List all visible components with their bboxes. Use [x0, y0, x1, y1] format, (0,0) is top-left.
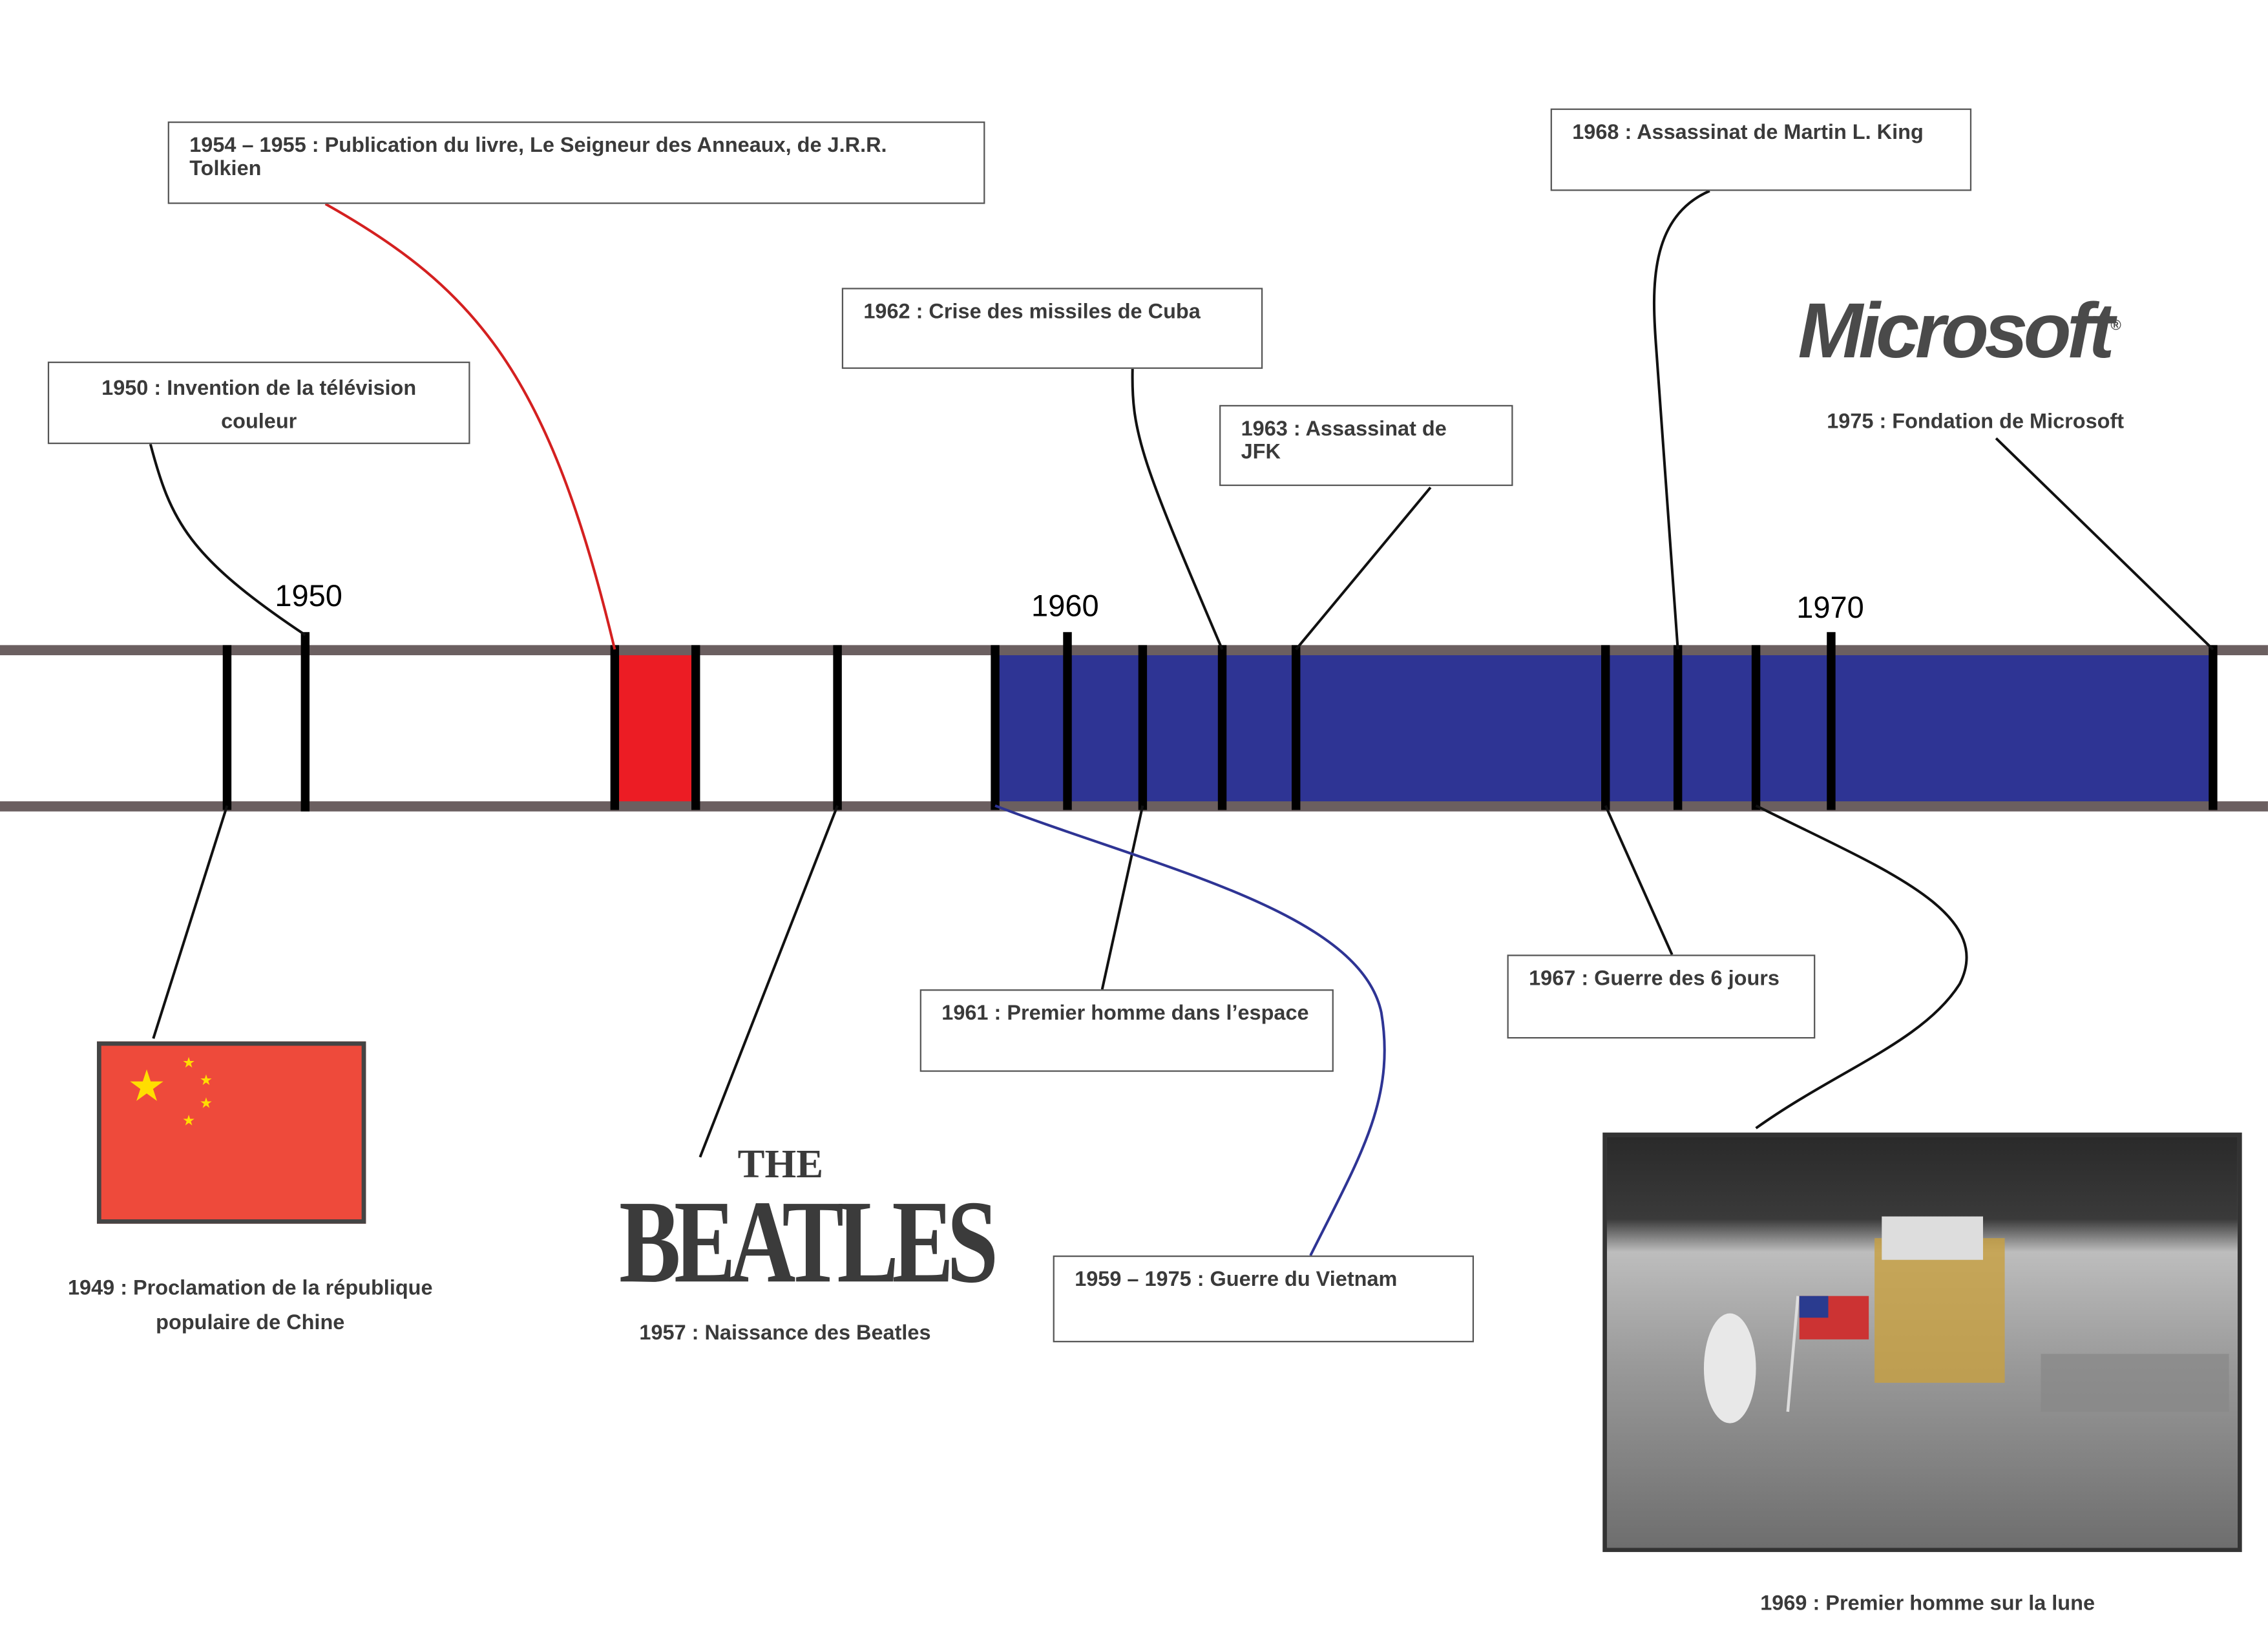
connector-tv [149, 443, 306, 636]
event-text: 1954 – 1955 : Publication du livre, Le S… [189, 134, 887, 181]
event-box-jfk: 1963 : Assassinat de JFK [1219, 404, 1513, 487]
event-text: 1961 : Premier homme dans l’espace [941, 1002, 1309, 1026]
event-box-cuba: 1962 : Crise des missiles de Cuba [841, 288, 1263, 369]
connector-space [1100, 805, 1144, 990]
event-text: 1950 : Invention de la télévision [101, 377, 417, 401]
connector-microsoft [1995, 437, 2214, 651]
microsoft-logo: Microsoft® [1798, 288, 2121, 375]
year-label-1970: 1970 [1796, 591, 1864, 625]
event-text: 1962 : Crise des missiles de Cuba [863, 300, 1201, 324]
moon-scene [1703, 1216, 2229, 1423]
connector-moon [1755, 804, 1968, 1129]
period-1954-1955 [614, 652, 696, 804]
year-label-1950: 1950 [275, 580, 342, 614]
event-box-space: 1961 : Premier homme dans l’espace [919, 989, 1334, 1072]
event-text: couleur [221, 410, 297, 434]
event-box-six-days: 1967 : Guerre des 6 jours [1507, 954, 1816, 1039]
connector-beatles [698, 805, 839, 1158]
connector-jfk [1295, 487, 1432, 651]
connector-mlk [1652, 189, 1710, 650]
year-label-1960: 1960 [1031, 590, 1099, 624]
connector-vietnam [994, 804, 1386, 1256]
connectors [149, 189, 2214, 1158]
timeline-ticks [222, 632, 2218, 812]
connector-six-days [1604, 805, 1674, 956]
caption-beatles: 1957 : Naissance des Beatles [639, 1321, 931, 1345]
timeline-top-line [0, 645, 2268, 656]
star-icon: ★ [127, 1063, 167, 1111]
star-icon: ★ [199, 1073, 213, 1089]
timeline-bottom-line [0, 801, 2268, 812]
event-box-tolkien: 1954 – 1955 : Publication du livre, Le S… [167, 121, 985, 204]
event-box-vietnam: 1959 – 1975 : Guerre du Vietnam [1053, 1255, 1475, 1343]
connector-china [152, 805, 229, 1039]
event-box-mlk: 1968 : Assassinat de Martin L. King [1550, 108, 1972, 191]
connector-cuba [1131, 368, 1224, 650]
event-text: 1968 : Assassinat de Martin L. King [1572, 121, 1924, 145]
caption-microsoft: 1975 : Fondation de Microsoft [1827, 410, 2125, 434]
event-text: 1959 – 1975 : Guerre du Vietnam [1075, 1268, 1398, 1292]
moon-landing-photo [1602, 1132, 2242, 1552]
star-icon: ★ [182, 1056, 196, 1072]
caption-moon: 1969 : Premier homme sur la lune [1760, 1592, 2095, 1616]
event-box-tv: 1950 : Invention de la télévision couleur [47, 361, 470, 445]
event-text: 1963 : Assassinat de JFK [1241, 417, 1447, 465]
star-icon: ★ [199, 1096, 213, 1113]
china-flag-image: ★ ★ ★ ★ ★ [96, 1041, 366, 1224]
star-icon: ★ [182, 1113, 196, 1130]
event-text: 1967 : Guerre des 6 jours [1529, 967, 1780, 991]
connector-tolkien [324, 202, 616, 650]
